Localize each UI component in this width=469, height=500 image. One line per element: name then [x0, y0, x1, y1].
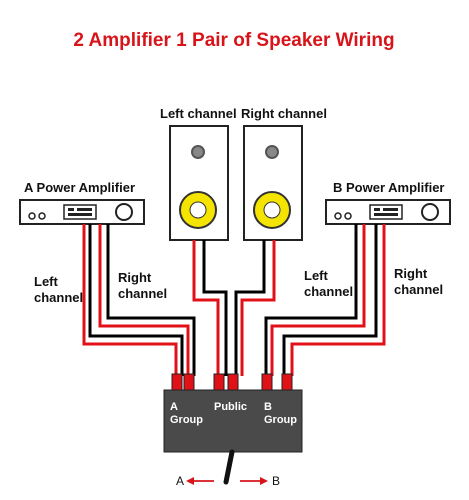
amp-b-right-black-wire: [282, 224, 378, 376]
selector-lever: [223, 449, 235, 485]
selector-a-label: A: [176, 474, 184, 488]
amplifier-b: [325, 199, 451, 225]
amplifier-b-label: B Power Amplifier: [333, 180, 444, 195]
amp-a-left-red-wire: [82, 224, 178, 376]
left-speaker-red-wire: [192, 240, 220, 376]
amp-a-wires: [82, 224, 196, 376]
amp-b-left-red-wire: [270, 224, 366, 376]
left-speaker-black-wire: [202, 240, 228, 376]
amp-a-right-black-wire: [106, 224, 196, 376]
terminals: [171, 373, 293, 393]
left-speaker: [169, 125, 229, 241]
amplifier-a: [19, 199, 145, 225]
switch-public-label: Public: [214, 401, 247, 413]
right-speaker-black-wire: [234, 240, 266, 376]
right-speaker-red-wire: [240, 240, 276, 376]
right-speaker-label: Right channel: [241, 106, 327, 121]
right-speaker: [243, 125, 303, 241]
left-speaker-label: Left channel: [160, 106, 237, 121]
amp-b-right-red-wire: [290, 224, 386, 376]
amp-a-right-red-wire: [98, 224, 190, 376]
amp-a-left-black-wire: [88, 224, 184, 376]
selector-arrow-left: [186, 477, 214, 485]
amp-b-wires: [264, 224, 386, 376]
switch-box: A Group Public B Group: [163, 389, 303, 453]
selector-arrow-right: [240, 477, 268, 485]
switch-b-group-label: B Group: [264, 401, 297, 426]
selector-b-label: B: [272, 474, 280, 488]
switch-a-group-label: A Group: [170, 401, 203, 426]
amp-b-left-black-wire: [264, 224, 358, 376]
diagram-title: 2 Amplifier 1 Pair of Speaker Wiring: [73, 30, 394, 51]
amplifier-a-label: A Power Amplifier: [24, 180, 135, 195]
speaker-wires: [192, 240, 276, 376]
